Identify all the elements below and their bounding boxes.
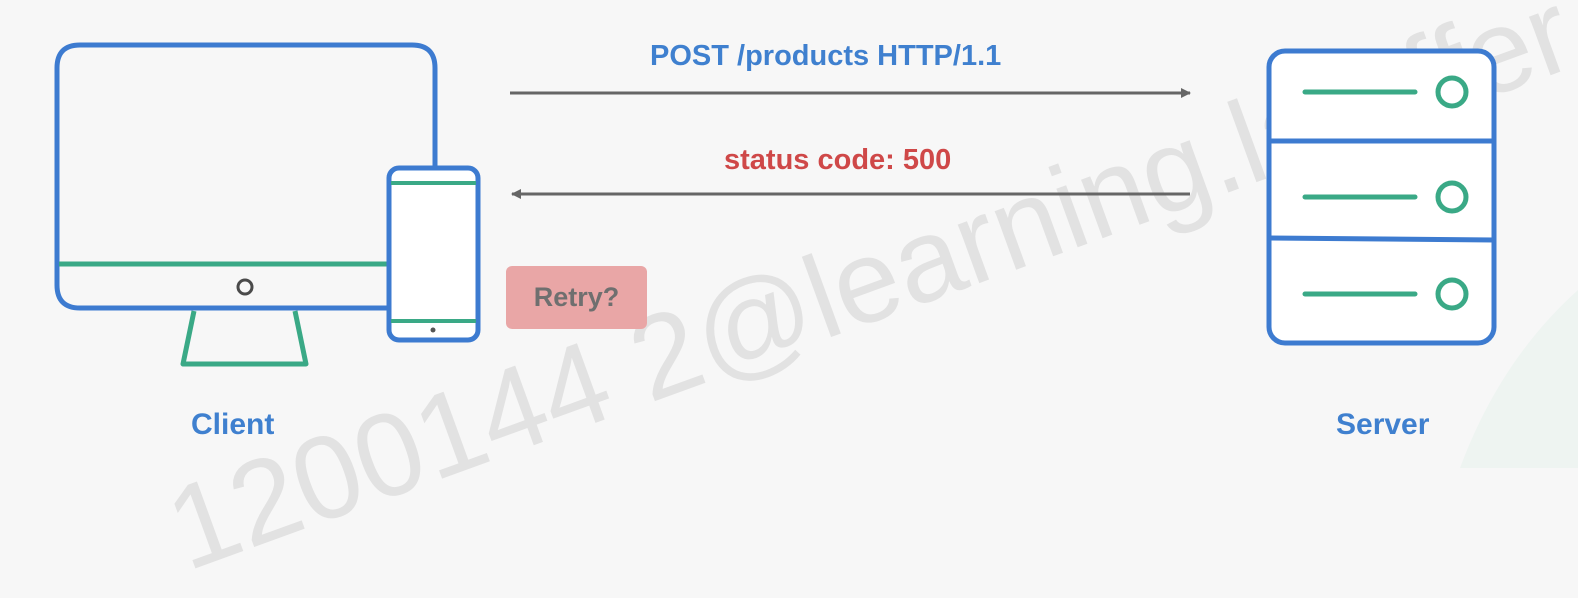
response-status-label: status code: 500 — [724, 144, 952, 176]
request-label: POST /products HTTP/1.1 — [650, 40, 1002, 72]
server-label: Server — [1336, 408, 1430, 441]
diagram: 1200144 2@learning.laioffer.c — [54, 0, 1578, 596]
retry-badge: Retry? — [506, 266, 647, 329]
diagram-graphics — [54, 42, 1497, 367]
client-label: Client — [191, 408, 275, 441]
desktop-monitor-icon — [54, 42, 438, 367]
server-rack-icon — [1266, 48, 1497, 346]
mobile-phone-icon — [386, 165, 481, 343]
